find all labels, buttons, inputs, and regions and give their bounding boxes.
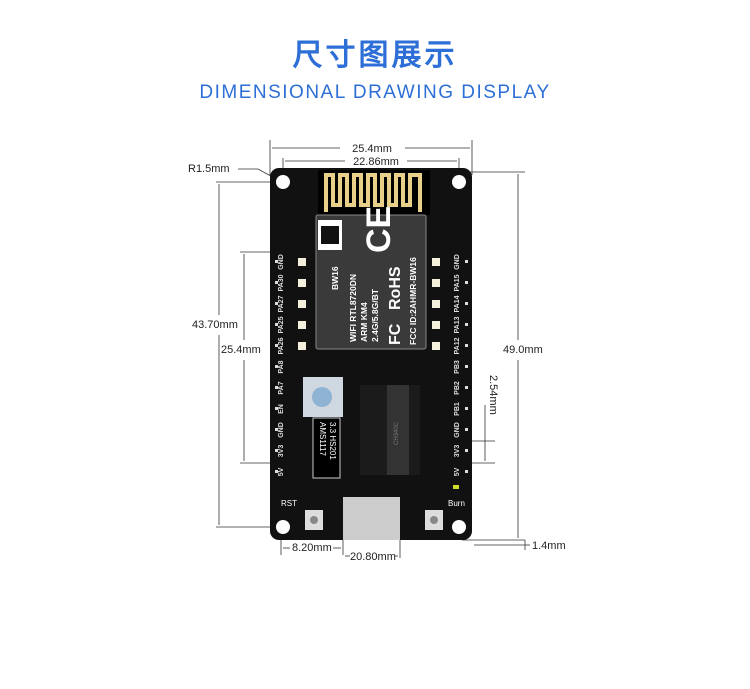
pin-pad xyxy=(275,323,278,326)
castellated-pad xyxy=(298,321,306,329)
pin-pad xyxy=(275,365,278,368)
castellated-pad xyxy=(298,300,306,308)
rst-label: RST xyxy=(281,499,297,508)
regulator-text: AMS1117 xyxy=(318,422,327,456)
pin-label: PA27 xyxy=(278,295,285,312)
castellated-pad xyxy=(432,279,440,287)
castellated-pad xyxy=(298,258,306,266)
pin-label: GND xyxy=(278,254,285,270)
pin-label: PA25 xyxy=(278,316,285,333)
pin-label: PA13 xyxy=(454,316,461,333)
pin-pad xyxy=(465,470,468,473)
page-subtitle: DIMENSIONAL DRAWING DISPLAY xyxy=(199,82,551,103)
components xyxy=(303,377,459,540)
pin-label: 5V xyxy=(454,467,461,476)
pin-span-label: 25.4mm xyxy=(221,344,261,356)
pin-pad xyxy=(465,323,468,326)
burn-label: Burn xyxy=(448,499,465,508)
pin-pad xyxy=(465,344,468,347)
pin-pad xyxy=(465,260,468,263)
module-line: 2.4G/5.8G/BT xyxy=(370,288,380,342)
rohs-mark: RoHS xyxy=(387,266,404,310)
radius-label: R1.5mm xyxy=(188,163,230,175)
pin-label: 3V3 xyxy=(278,445,285,458)
rst-offset-label: 8.20mm xyxy=(292,542,332,554)
module-line: ARM KM4 xyxy=(359,302,369,342)
castellated-pad xyxy=(298,342,306,350)
pin-pad xyxy=(465,428,468,431)
pin-pad xyxy=(275,260,278,263)
castellated-pad xyxy=(298,279,306,287)
pin-pad xyxy=(275,344,278,347)
pin-label: PA12 xyxy=(454,337,461,354)
pin-pad xyxy=(275,281,278,284)
pin-label: GND xyxy=(454,254,461,270)
regulator-text: 3.3 HS201 xyxy=(328,422,337,460)
pin-pad xyxy=(275,386,278,389)
pin-pad xyxy=(465,281,468,284)
castellated-pad xyxy=(432,321,440,329)
pin-pad xyxy=(275,302,278,305)
pin-label: PB2 xyxy=(454,381,461,395)
pin-pad xyxy=(465,365,468,368)
page-title: 尺寸图展示 xyxy=(292,38,458,73)
castellated-pad xyxy=(432,300,440,308)
pin-label: PB1 xyxy=(454,402,461,416)
pin-pad xyxy=(465,386,468,389)
pin-pad xyxy=(465,302,468,305)
pin-pad xyxy=(465,407,468,410)
pin-label: PA30 xyxy=(278,274,285,291)
pin-label: PA7 xyxy=(278,381,285,394)
pin-pad xyxy=(275,428,278,431)
pin-label: EN xyxy=(278,404,285,414)
castellated-pad xyxy=(432,258,440,266)
pin-label: 5V xyxy=(278,467,285,476)
pin-pad xyxy=(275,407,278,410)
pin-pitch-label: 2.54mm xyxy=(487,375,499,415)
width-outer-label: 25.4mm xyxy=(352,143,392,155)
edge-offset-label: 1.4mm xyxy=(532,540,566,552)
usb-chip-label: CH340C xyxy=(394,421,400,445)
pin-label: 3V3 xyxy=(454,445,461,458)
fcc-logo: FC xyxy=(387,323,404,345)
pin-label: PB3 xyxy=(454,360,461,374)
pin-label: PA26 xyxy=(278,337,285,354)
usb-offset-label: 20.80mm xyxy=(350,551,396,563)
pin-label: PA8 xyxy=(278,360,285,373)
ce-mark: CE xyxy=(360,206,398,253)
width-inner-label: 22.86mm xyxy=(353,156,399,168)
pin-label: GND xyxy=(278,422,285,438)
pin-label: PA14 xyxy=(454,295,461,312)
pin-label: PA15 xyxy=(454,274,461,291)
fcc-id: FCC ID:2AHMR-BW16 xyxy=(408,257,418,345)
module-line: WIFI RTL8720DN xyxy=(348,274,358,342)
castellated-pad xyxy=(432,342,440,350)
height-total-label: 49.0mm xyxy=(503,344,543,356)
module-name: BW16 xyxy=(330,266,340,290)
pin-pad xyxy=(275,470,278,473)
pin-pad xyxy=(275,449,278,452)
pin-label: GND xyxy=(454,422,461,438)
pin-pad xyxy=(465,449,468,452)
height-holes-label: 43.70mm xyxy=(192,319,238,331)
